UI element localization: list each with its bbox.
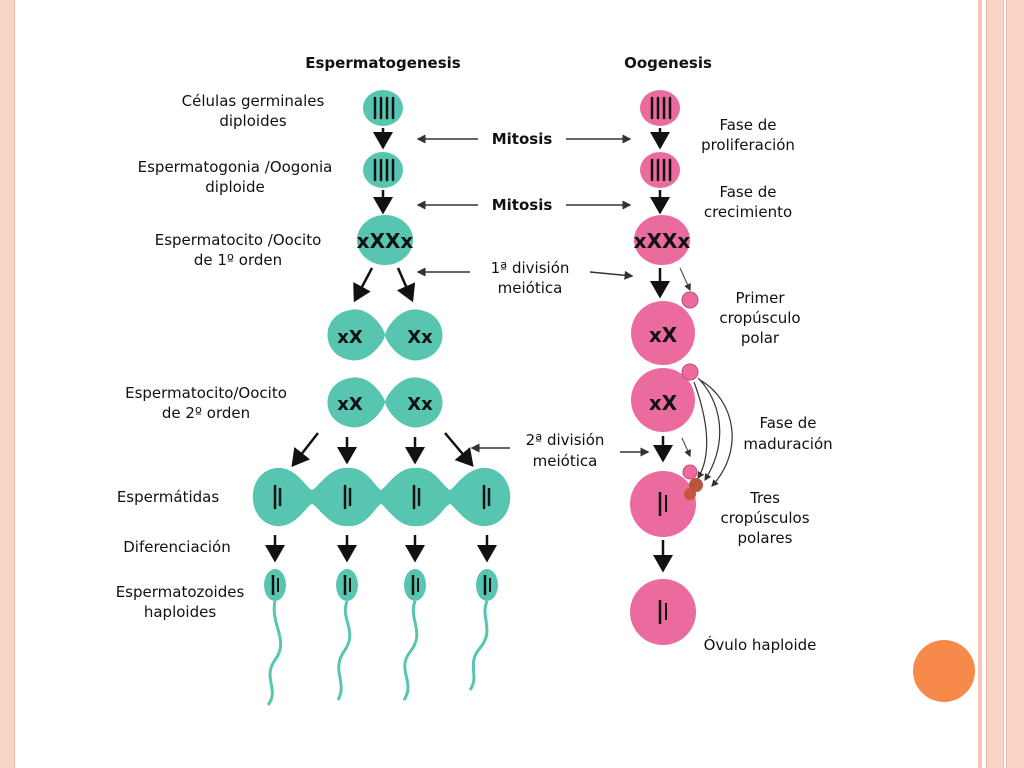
label-meiosis2-1: 2ª división — [526, 431, 605, 449]
svg-text:xX: xX — [649, 391, 678, 415]
svg-text:xXXx: xXXx — [634, 229, 691, 253]
label-spermatocyte2-1: Espermatocito/Oocito — [125, 384, 287, 402]
secondary-oocyte-cell — [631, 301, 695, 365]
label-differentiation: Diferenciación — [123, 538, 231, 556]
center-arrows — [416, 134, 650, 457]
label-polar3-1: Tres — [749, 489, 780, 507]
secondary-spermatocyte-cells — [327, 377, 443, 428]
label-spermatocyte1-2: de 1º orden — [194, 251, 282, 269]
label-spermatids: Espermátidas — [117, 488, 220, 506]
label-spermatozoa-1: Espermatozoides — [116, 583, 245, 601]
label-polar3-3: polares — [738, 529, 793, 547]
label-spermatogonia-1: Espermatogonia /Oogonia — [138, 158, 333, 176]
first-polar-body — [681, 291, 699, 309]
label-meiosis1-1: 1ª división — [491, 259, 570, 277]
svg-text:xX: xX — [649, 323, 678, 347]
ootid-cell — [630, 471, 696, 537]
label-germinal-2: diploides — [219, 112, 286, 130]
label-spermatocyte2-2: de 2º orden — [162, 404, 250, 422]
label-spermatogonia-2: diploide — [205, 178, 264, 196]
label-mitosis-1: Mitosis — [492, 130, 553, 148]
header-spermatogenesis: Espermatogenesis — [305, 54, 461, 72]
svg-text:xXXx: xXXx — [357, 229, 414, 253]
ovum-cell — [630, 579, 696, 645]
svg-text:xX: xX — [337, 394, 363, 415]
chromosomes — [373, 96, 395, 120]
germ-cell — [363, 90, 403, 126]
label-polar1-3: polar — [741, 329, 780, 347]
spermatozoa — [264, 569, 498, 706]
secondary-oocyte-cell-2 — [631, 368, 695, 432]
label-spermatozoa-2: haploides — [144, 603, 216, 621]
polar-body-a — [682, 464, 698, 480]
svg-text:Xx: Xx — [407, 327, 433, 348]
label-polar1-2: cropúsculo — [719, 309, 800, 327]
label-growth-2: crecimiento — [704, 203, 792, 221]
label-mitosis-2: Mitosis — [492, 196, 553, 214]
label-germinal-1: Células germinales — [182, 92, 325, 110]
orange-accent-dot — [913, 640, 975, 702]
label-ovum: Óvulo haploide — [704, 635, 817, 654]
polar-body — [681, 363, 699, 381]
svg-text:Xx: Xx — [407, 394, 433, 415]
oogenesis-column: xXXx xX xX — [630, 90, 733, 645]
label-maturation-1: Fase de — [759, 414, 816, 432]
label-proliferation-1: Fase de — [719, 116, 776, 134]
spermatogenesis-column: xXXx xX Xx xX Xx — [252, 90, 511, 706]
left-frame-border — [0, 0, 15, 768]
spermatogonium-cell — [363, 152, 403, 188]
right-frame-border — [978, 0, 1024, 768]
label-growth-1: Fase de — [719, 183, 776, 201]
oogonium-cell — [640, 90, 680, 126]
polar-body-c — [684, 488, 696, 500]
label-meiosis2-2: meiótica — [533, 452, 598, 470]
polar-body-b — [689, 478, 703, 492]
label-polar1-1: Primer — [735, 289, 785, 307]
chromosomes — [373, 158, 395, 182]
dividing-cell — [327, 309, 443, 361]
primary-spermatocyte-cell — [357, 215, 413, 265]
svg-text:xX: xX — [337, 327, 363, 348]
label-maturation-2: maduración — [743, 435, 832, 453]
spermatid-chain — [252, 467, 511, 527]
primary-oocyte-cell — [634, 215, 690, 265]
proliferating-oogonium — [640, 152, 680, 188]
header-oogenesis: Oogenesis — [624, 54, 712, 72]
label-spermatocyte1-1: Espermatocito /Oocito — [155, 231, 322, 249]
label-meiosis1-2: meiótica — [498, 279, 563, 297]
label-polar3-2: cropúsculos — [720, 509, 809, 527]
label-proliferation-2: proliferación — [701, 136, 795, 154]
